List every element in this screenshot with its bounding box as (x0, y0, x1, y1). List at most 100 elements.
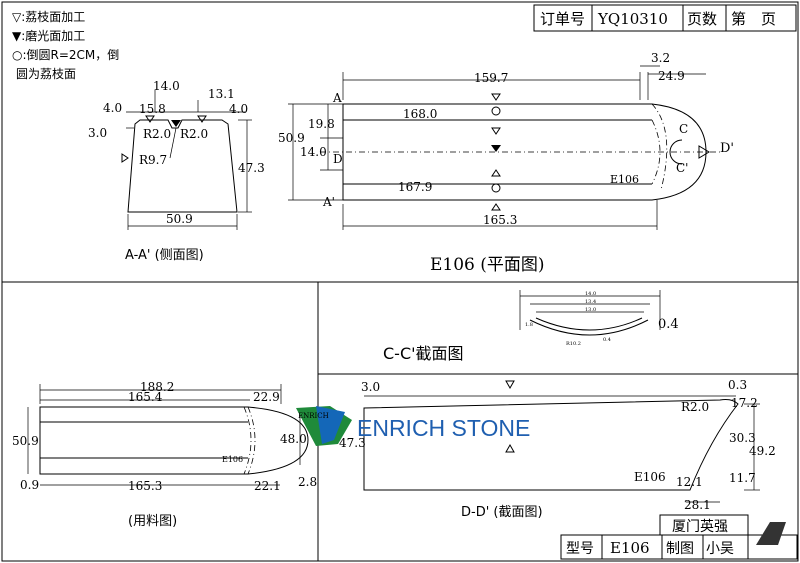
side-dim-13-1: 13.1 (208, 87, 235, 101)
cc-dim-1: 14.0 (585, 291, 596, 297)
legend-round-2: 圆为荔枝面 (16, 66, 76, 81)
plan-mark-a-prime: A' (322, 195, 335, 209)
side-radius-9-7: R9.7 (139, 153, 167, 167)
legend: ▽:荔枝面加工 ▼:磨光面加工 ○:倒圆R=2CM，倒 圆为荔枝面 (12, 9, 119, 81)
material-view: 188.2 165.4 22.9 50.9 48.0 E106 0.9 165.… (12, 380, 317, 529)
dd-dim-0-3: 0.3 (728, 378, 747, 392)
legend-polish: ▼:磨光面加工 (12, 29, 85, 43)
plan-view: 159.7 3.2 24.9 168.0 167.9 19.8 50.9 14.… (278, 51, 734, 275)
side-dim-14: 14.0 (153, 79, 180, 93)
lychee-mark-icon (121, 153, 129, 163)
plan-dim-19-8: 19.8 (308, 117, 335, 131)
brand-logo-text: ENRICH (298, 412, 329, 420)
plan-dim-159-7: 159.7 (474, 71, 508, 85)
material-dim-22-9: 22.9 (253, 390, 280, 404)
material-dim-165-4: 165.4 (128, 390, 163, 404)
brand-watermark: ENRICH ENRICH STONE (296, 406, 530, 446)
lychee-mark-icon (145, 115, 155, 123)
lychee-mark-icon (491, 203, 501, 211)
lychee-mark-icon (698, 145, 710, 159)
company-name: 厦门英强 (672, 518, 728, 535)
plan-dim-165-3: 165.3 (483, 213, 517, 227)
lychee-mark-icon (197, 115, 207, 123)
section-cc-title: C-C'截面图 (383, 344, 464, 363)
lychee-mark-icon (505, 380, 515, 390)
side-dim-15-8: 15.8 (139, 102, 166, 116)
lychee-mark-icon (491, 93, 501, 101)
company-logo-icon (756, 522, 786, 545)
plan-mark-d: D (333, 152, 343, 166)
material-view-title: (用料图) (128, 514, 177, 529)
order-label: 订单号 (540, 10, 585, 28)
legend-lychee: ▽:荔枝面加工 (12, 9, 85, 24)
dd-dim-3: 3.0 (361, 380, 380, 394)
dd-dim-47-3: 47.3 (339, 436, 366, 450)
round-mark-icon (491, 183, 501, 193)
plan-dim-3-2: 3.2 (651, 51, 670, 65)
section-dd: 3.0 0.3 R2.0 17.2 47.3 30.3 49.2 11.7 E1… (339, 378, 776, 520)
round-mark-icon (491, 106, 501, 116)
model-value: E106 (610, 539, 650, 557)
material-dim-50-9: 50.9 (12, 434, 39, 448)
title-block-bottom: 厦门英强 型号 E106 制图 小吴 (560, 514, 798, 560)
cc-dim-0-4: 0.4 (658, 317, 679, 332)
dd-dim-17-2: 17.2 (731, 396, 758, 410)
brand-name: ENRICH STONE (357, 415, 530, 441)
legend-round-1: ○:倒圆R=2CM，倒 (12, 48, 119, 62)
plan-mark-a: A (332, 91, 342, 105)
plan-dim-24-9: 24.9 (658, 69, 685, 83)
side-dim-4-left: 4.0 (103, 101, 122, 115)
material-dim-165-3: 165.3 (128, 479, 162, 493)
plan-view-title: E106 (平面图) (430, 255, 545, 275)
model-label: 型号 (566, 541, 594, 557)
polish-mark-icon (491, 145, 501, 152)
cc-dim-3: 13.0 (585, 307, 596, 313)
lychee-mark-icon (505, 443, 515, 453)
plan-mark-d-prime: D' (720, 141, 734, 156)
section-dd-title: D-D' (截面图) (461, 505, 543, 520)
plan-mark-c: C (679, 122, 688, 136)
side-profile (127, 119, 238, 213)
plan-dim-50-9: 50.9 (278, 131, 305, 145)
dd-dim-11-7: 11.7 (729, 471, 756, 485)
drafter-value: 小吴 (706, 541, 734, 557)
plan-dim-167-9: 167.9 (398, 180, 432, 194)
material-dim-22-1: 22.1 (254, 479, 281, 493)
side-radius-left: R2.0 (143, 127, 171, 141)
side-radius-right: R2.0 (180, 127, 208, 141)
side-width: 50.9 (166, 212, 193, 226)
lychee-mark-icon (491, 169, 501, 177)
drafter-label: 制图 (666, 541, 694, 557)
material-outline (39, 406, 309, 475)
material-dim-0-9: 0.9 (20, 478, 39, 492)
cc-dim-small: 0.4 (603, 337, 611, 343)
cc-dim-2: 13.4 (585, 299, 596, 305)
dd-dim-12-1: 12.1 (676, 475, 703, 489)
cc-dim-side: 1.8 (525, 322, 533, 328)
material-model-label: E106 (222, 455, 243, 464)
order-number: YQ10310 (597, 10, 668, 28)
polish-mark-icon (171, 120, 181, 127)
material-dim-188-2: 188.2 (140, 380, 174, 394)
dd-dim-30-3: 30.3 (729, 431, 756, 445)
side-height: 47.3 (238, 161, 265, 175)
side-dim-4-right: 4.0 (229, 102, 248, 116)
dd-profile (363, 399, 739, 491)
material-dim-2-8: 2.8 (298, 475, 317, 489)
dd-radius-2: R2.0 (681, 400, 709, 414)
lychee-mark-icon (491, 127, 501, 135)
dd-dim-28-1: 28.1 (684, 498, 711, 512)
title-block-top: 订单号 YQ10310 页数 第 页 (533, 4, 797, 32)
plan-mark-c-prime: C' (676, 161, 688, 175)
material-dim-48: 48.0 (280, 432, 307, 446)
plan-model-label: E106 (610, 173, 639, 186)
section-cc-arc-outer (529, 319, 649, 336)
plan-dim-14: 14.0 (300, 145, 327, 159)
page-label: 第 页 (731, 10, 776, 28)
plan-dim-168: 168.0 (403, 107, 437, 121)
dd-dim-49-2: 49.2 (749, 444, 776, 458)
side-dim-3: 3.0 (88, 126, 107, 140)
side-view: 14.0 13.1 4.0 15.8 4.0 3.0 R2.0 R2.0 R9.… (88, 79, 265, 263)
cc-dim-radius: R10.2 (566, 341, 581, 347)
